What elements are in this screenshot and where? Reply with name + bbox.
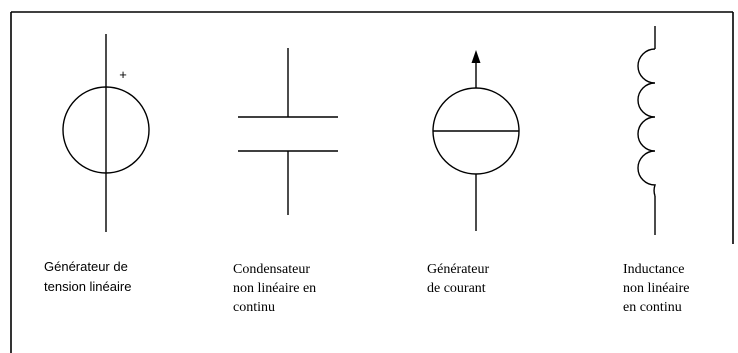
- voltage-source-symbol: [62, 34, 150, 232]
- inductor-caption: Inductance non linéaire en continu: [623, 260, 689, 317]
- capacitor-symbol: [238, 48, 338, 215]
- caption-line: continu: [233, 300, 275, 315]
- caption-line: tension linéaire: [44, 279, 132, 294]
- caption-line: Générateur de: [44, 259, 128, 274]
- current-direction-arrowhead: [471, 50, 481, 63]
- figure-frame: [10, 11, 734, 353]
- caption-line: non linéaire en: [233, 281, 317, 296]
- inductor-symbol: [637, 26, 656, 235]
- voltage-source-circle: [62, 86, 150, 174]
- caption-line: Condensateur: [233, 262, 310, 277]
- caption-line: Inductance: [623, 262, 685, 277]
- caption-line: de courant: [427, 281, 486, 296]
- voltage-source-caption: Générateur de tension linéaire: [44, 257, 131, 297]
- inductor-coil: [637, 48, 656, 197]
- current-source-symbol: [432, 62, 520, 231]
- caption-line: non linéaire: [623, 281, 690, 296]
- caption-line: Générateur: [427, 262, 490, 277]
- capacitor-caption: Condensateur non linéaire en continu: [233, 260, 316, 317]
- caption-line: en continu: [623, 300, 682, 315]
- current-source-caption: Générateur de courant: [427, 260, 489, 298]
- polarity-plus-sign: +: [119, 67, 127, 82]
